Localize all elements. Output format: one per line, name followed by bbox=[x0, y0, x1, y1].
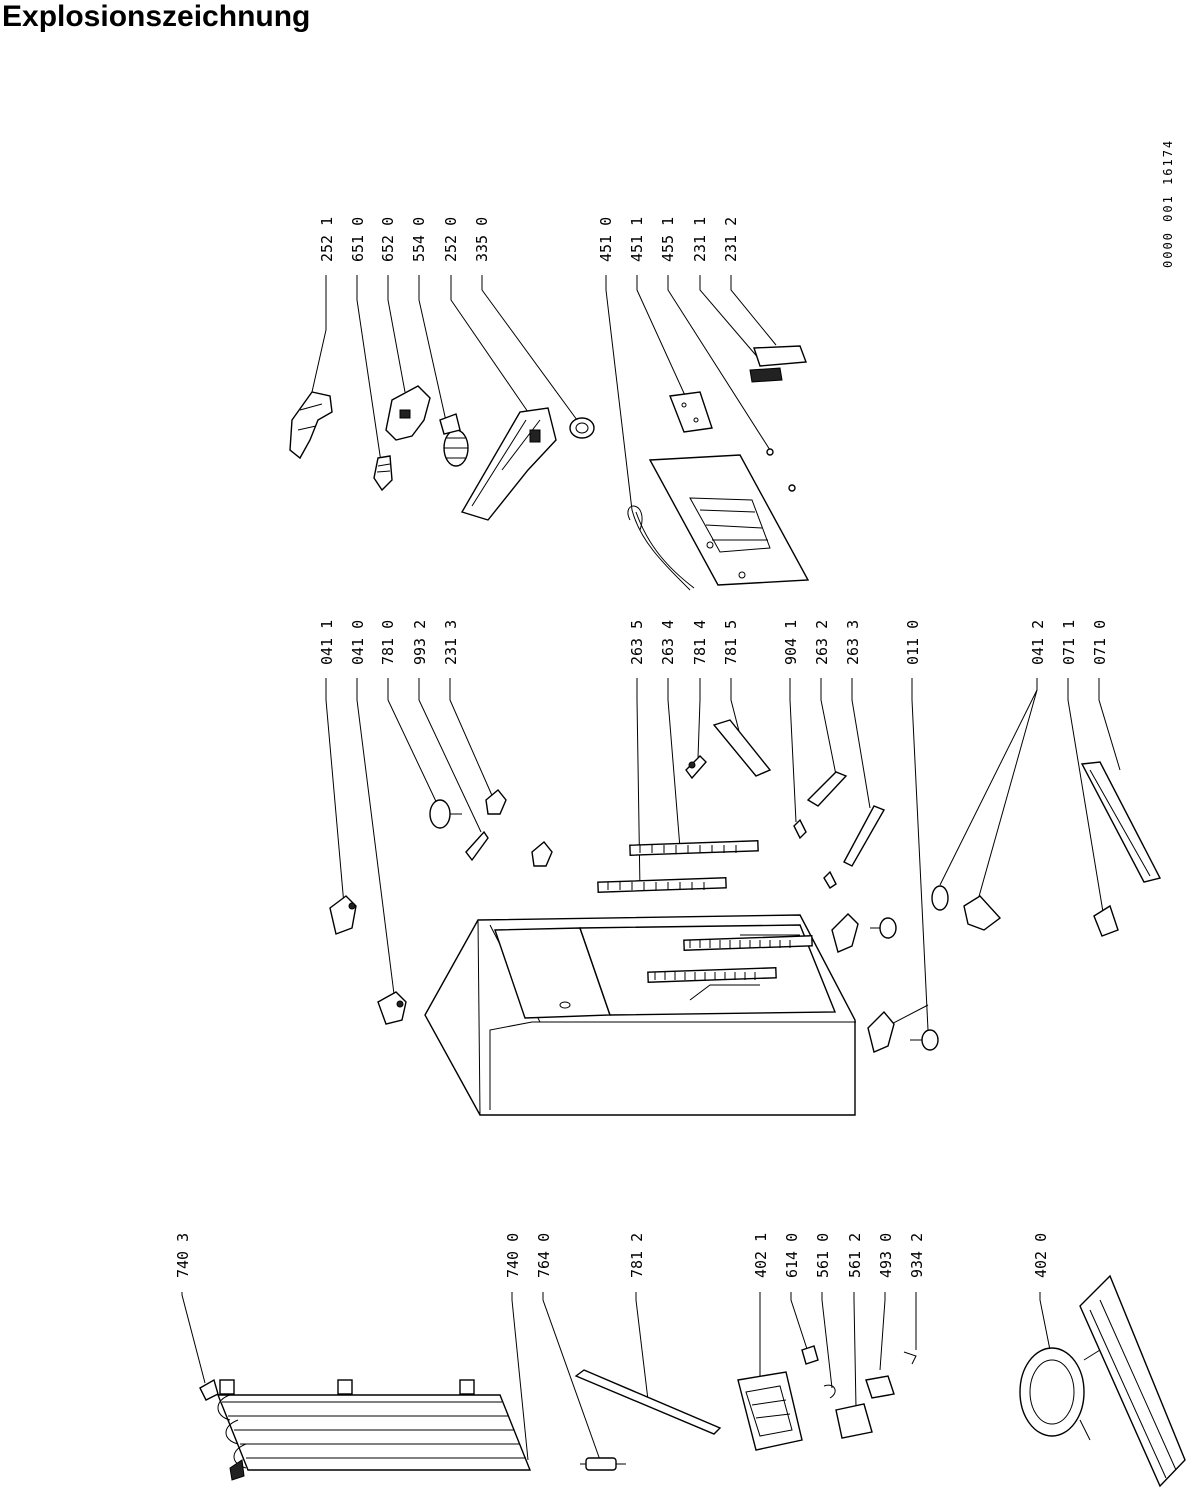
part-label: 402 0 bbox=[1032, 1233, 1050, 1278]
part-label: 071 1 bbox=[1060, 620, 1078, 665]
lamp-bulb-part bbox=[373, 455, 393, 492]
part-label: 252 0 bbox=[442, 217, 460, 262]
part-label: 231 1 bbox=[691, 217, 709, 262]
labels-group-middle: 041 1 041 0 781 0 993 2 231 3 263 5 263 … bbox=[318, 620, 1109, 665]
part-label: 263 5 bbox=[628, 620, 646, 665]
part-label: 335 0 bbox=[473, 217, 491, 262]
door-seal-part bbox=[1080, 761, 1162, 937]
part-label: 904 1 bbox=[782, 620, 800, 665]
cover-cap-part bbox=[485, 789, 553, 867]
part-label: 011 0 bbox=[904, 620, 922, 665]
labels-group-top-right: 252 1 651 0 652 0 554 0 252 0 335 0 451 … bbox=[318, 217, 740, 262]
lamp-housing-part bbox=[289, 391, 333, 460]
lamp-socket-part bbox=[385, 385, 431, 441]
part-label: 263 2 bbox=[813, 620, 831, 665]
part-label: 263 3 bbox=[844, 620, 862, 665]
mounting-plate-part bbox=[669, 391, 713, 433]
part-label: 041 0 bbox=[349, 620, 367, 665]
door-hinge-part bbox=[749, 345, 807, 383]
part-label: 993 2 bbox=[411, 620, 429, 665]
labels-group-bottom: 740 3 740 0 764 0 781 2 402 1 614 0 561 … bbox=[174, 1233, 1050, 1278]
part-label: 554 0 bbox=[410, 217, 428, 262]
evaporator-plate-part bbox=[648, 454, 810, 586]
condenser-clip-part bbox=[199, 1378, 245, 1481]
drain-tube-part bbox=[574, 1369, 722, 1435]
part-label: 614 0 bbox=[783, 1233, 801, 1278]
capillary-tube-part bbox=[627, 505, 695, 591]
starter-relay-part bbox=[801, 1345, 917, 1439]
part-label: 252 1 bbox=[318, 217, 336, 262]
part-label: 781 5 bbox=[722, 620, 740, 665]
part-label: 231 2 bbox=[722, 217, 740, 262]
thermostat-housing-part bbox=[460, 407, 557, 521]
compressor-part bbox=[1019, 1274, 1186, 1488]
part-label: 263 4 bbox=[659, 620, 677, 665]
part-label: 740 0 bbox=[504, 1233, 522, 1278]
part-label: 041 2 bbox=[1029, 620, 1047, 665]
part-label: 652 0 bbox=[379, 217, 397, 262]
part-label: 451 0 bbox=[597, 217, 615, 262]
condenser-coil-part bbox=[216, 1379, 532, 1471]
relay-box-part bbox=[737, 1371, 803, 1451]
document-number: 0000 001 16174 bbox=[1161, 139, 1175, 268]
part-label: 740 3 bbox=[174, 1233, 192, 1278]
screw-part bbox=[766, 448, 796, 492]
part-label: 071 0 bbox=[1091, 620, 1109, 665]
part-label: 493 0 bbox=[877, 1233, 895, 1278]
hinge-part bbox=[377, 991, 407, 1025]
handle-knob-part bbox=[429, 799, 462, 829]
part-label: 041 1 bbox=[318, 620, 336, 665]
shelf-bracket-part bbox=[685, 719, 772, 780]
part-label: 561 2 bbox=[846, 1233, 864, 1278]
part-label: 402 1 bbox=[752, 1233, 770, 1278]
part-label: 781 4 bbox=[691, 620, 709, 665]
shelf-rail-part bbox=[647, 935, 813, 983]
foot-part bbox=[831, 913, 939, 1053]
door-stop-part bbox=[465, 830, 489, 862]
hinge-pin-part bbox=[329, 895, 357, 935]
thermostat-bracket-part bbox=[569, 417, 595, 439]
part-label: 231 3 bbox=[442, 620, 460, 665]
shelf-support-strips bbox=[597, 840, 759, 893]
hinge-bracket-part bbox=[931, 885, 1002, 931]
filter-dryer-part bbox=[580, 1457, 626, 1471]
part-label: 561 0 bbox=[814, 1233, 832, 1278]
part-label: 451 1 bbox=[628, 217, 646, 262]
page-title: Explosionszeichnung bbox=[2, 0, 311, 33]
part-label: 934 2 bbox=[908, 1233, 926, 1278]
part-label: 455 1 bbox=[659, 217, 677, 262]
thermostat-knob-part bbox=[439, 413, 469, 467]
part-label: 764 0 bbox=[535, 1233, 553, 1278]
part-label: 781 0 bbox=[379, 620, 397, 665]
shelf-strip-part bbox=[793, 771, 886, 889]
part-label: 651 0 bbox=[349, 217, 367, 262]
part-label: 781 2 bbox=[628, 1233, 646, 1278]
leader-lines bbox=[181, 275, 1121, 1461]
